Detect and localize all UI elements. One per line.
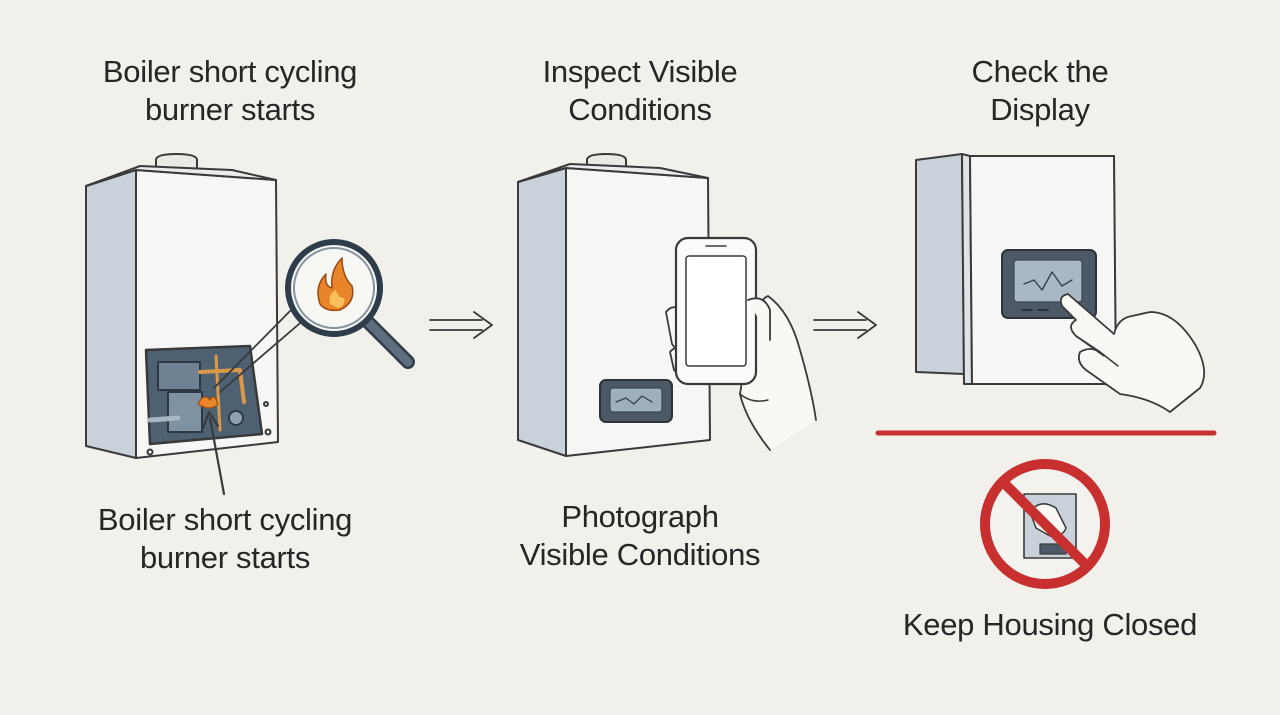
boiler-front <box>517 153 711 457</box>
panel-1-caption-line-1: Boiler short cycling <box>97 502 353 537</box>
panel-2-title-line-2: Conditions <box>568 92 712 127</box>
panel-3-title: Check the Display <box>910 53 1170 129</box>
panel-2-title-line-1: Inspect Visible <box>542 54 738 89</box>
panel-2-caption: Photograph Visible Conditions <box>490 498 790 574</box>
panel-1-title-line-2: burner starts <box>144 92 316 127</box>
panel-1-caption-line-2: burner starts <box>139 540 311 575</box>
panel-2-caption-line-2: Visible Conditions <box>519 537 761 572</box>
boiler-cutaway <box>85 153 279 459</box>
smartphone-icon <box>674 236 758 386</box>
double-arrow-right-icon-2 <box>813 311 877 339</box>
panel-1-title-line-1: Boiler short cycling <box>102 54 358 89</box>
pointing-hand <box>1059 293 1206 413</box>
panel-2-title: Inspect Visible Conditions <box>490 53 790 129</box>
flame-icon <box>317 257 354 312</box>
no-entry-icon <box>980 459 1110 589</box>
double-arrow-right-icon <box>429 311 493 339</box>
panel-2-caption-line-1: Photograph <box>561 499 719 534</box>
burner-pointer-arrow <box>201 410 226 496</box>
magnifying-glass-icon <box>285 239 415 369</box>
panel-3-caption-line-1: Keep Housing Closed <box>902 607 1198 642</box>
panel-3-title-line-2: Display <box>990 92 1090 127</box>
panel-3-title-line-1: Check the <box>971 54 1109 89</box>
panel-1-title: Boiler short cycling burner starts <box>70 53 390 129</box>
flame-inner-icon <box>197 396 219 409</box>
hand-holding-phone <box>665 236 817 451</box>
panel-3-caption: Keep Housing Closed <box>890 606 1210 644</box>
panel-1-caption: Boiler short cycling burner starts <box>65 501 385 577</box>
